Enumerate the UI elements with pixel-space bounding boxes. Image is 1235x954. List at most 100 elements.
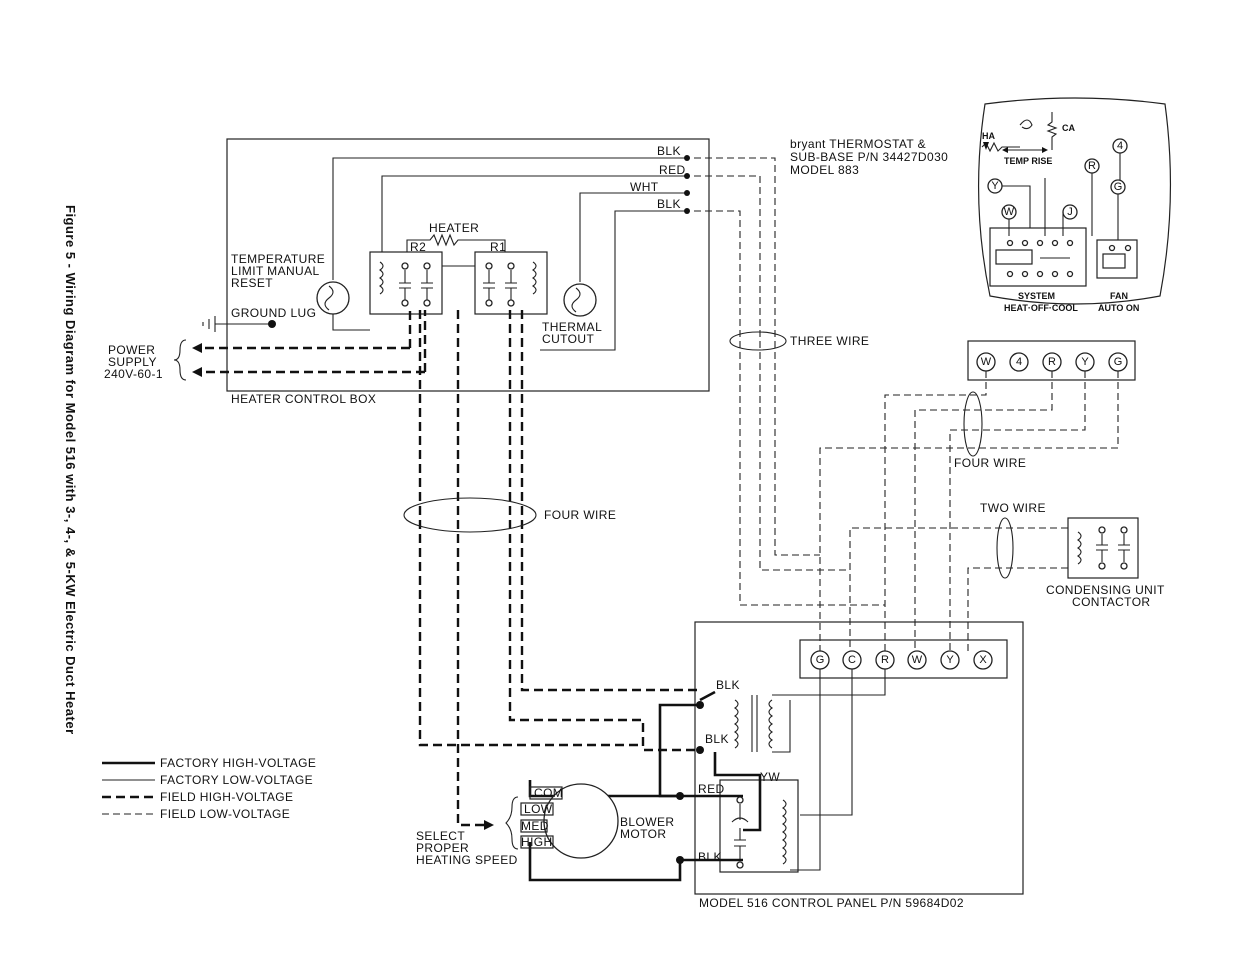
strip-terminal-w: W [976, 352, 996, 372]
legend-label-field-low: FIELD LOW-VOLTAGE [160, 807, 290, 821]
blower-motor-label-1: BLOWER [620, 815, 674, 829]
svg-text:W: W [912, 654, 923, 666]
system-label: SYSTEM [1018, 291, 1055, 301]
blower-motor [520, 783, 619, 859]
svg-text:C: C [848, 654, 856, 666]
wire-label-red: RED [659, 163, 686, 177]
temp-limit-label-3: RESET [231, 276, 273, 290]
strip-terminal-g: G [1108, 352, 1128, 372]
tstat-terminal-r: R [1084, 158, 1100, 174]
relay-r2: R2 [369, 240, 443, 315]
blower-low-label: LOW [524, 802, 553, 816]
temp-limit-label-1: TEMPERATURE [231, 252, 325, 266]
contactor-label-2: CONTACTOR [1072, 595, 1151, 609]
svg-text:Y: Y [991, 180, 999, 192]
blk-top-label: BLK [716, 678, 740, 692]
three-wire-label: THREE WIRE [790, 334, 869, 348]
contactor-label-1: CONDENSING UNIT [1046, 583, 1165, 597]
svg-text:4: 4 [1117, 140, 1123, 152]
panel-terminal-x: X [973, 650, 993, 670]
panel-terminal-r: R [875, 650, 895, 670]
svg-text:R1: R1 [490, 240, 506, 254]
wire-label-blk-1: BLK [657, 144, 681, 158]
tstat-terminal-w: W [1001, 204, 1017, 220]
svg-text:Y: Y [946, 654, 954, 666]
thermal-cutout [563, 283, 597, 317]
select-speed-label-3: HEATING SPEED [416, 853, 518, 867]
wire-label-wht: WHT [630, 180, 659, 194]
ground-lug-label: GROUND LUG [231, 306, 316, 320]
panel-terminal-c: C [842, 650, 862, 670]
thermostat-title-1: bryant THERMOSTAT & [790, 137, 926, 151]
thermostat-title-2: SUB-BASE P/N 34427D030 [790, 150, 948, 164]
four-wire-left-label: FOUR WIRE [544, 508, 616, 522]
blk-mid-label: BLK [705, 732, 729, 746]
system-modes: HEAT·OFF·COOL [1004, 303, 1078, 313]
control-panel: MODEL 516 CONTROL PANEL P/N 59684D02 G C… [694, 621, 1024, 910]
power-supply-label-3: 240V-60-1 [104, 367, 163, 381]
svg-text:X: X [979, 654, 987, 666]
yw-label: YW [760, 770, 780, 784]
relay-r1: R1 [474, 240, 548, 315]
heater-box-title: HEATER CONTROL BOX [231, 392, 376, 406]
svg-text:G: G [816, 654, 825, 666]
svg-text:W: W [981, 356, 992, 368]
strip-terminal-r: R [1042, 352, 1062, 372]
tstat-terminal-j: J [1062, 204, 1078, 220]
temp-limit-label-2: LIMIT MANUAL [231, 264, 320, 278]
wire-label-blk-2: BLK [657, 197, 681, 211]
thermal-cutout-label-1: THERMAL [542, 320, 602, 334]
thermostat-title-3: MODEL 883 [790, 163, 859, 177]
svg-text:G: G [1114, 356, 1123, 368]
strip-terminal-4: 4 [1009, 352, 1029, 372]
panel-terminal-y: Y [940, 650, 960, 670]
select-speed-label-2: PROPER [416, 841, 469, 855]
tstat-terminal-y: Y [987, 178, 1003, 194]
system-switch [989, 227, 1087, 287]
svg-text:J: J [1067, 206, 1073, 218]
blower-com-label: COM [534, 786, 563, 800]
svg-text:R2: R2 [410, 240, 426, 254]
strip-terminal-y: Y [1075, 352, 1095, 372]
thermostat-terminal-strip: W 4 R Y G [967, 340, 1136, 381]
panel-terminal-w: W [907, 650, 927, 670]
transformer [734, 695, 773, 752]
heater-label: HEATER [429, 221, 479, 235]
legend: FACTORY HIGH-VOLTAGE FACTORY LOW-VOLTAGE… [102, 756, 316, 821]
fan-modes: AUTO ON [1098, 303, 1139, 313]
heater-control-box: HEATER CONTROL BOX BLK RED WHT BLK TEMPE… [173, 138, 710, 406]
tstat-terminal-g: G [1110, 179, 1126, 195]
thermostat: bryant THERMOSTAT & SUB-BASE P/N 34427D0… [790, 97, 1172, 313]
blower-relay [719, 779, 799, 873]
legend-label-factory-low: FACTORY LOW-VOLTAGE [160, 773, 313, 787]
svg-text:Y: Y [1081, 356, 1089, 368]
two-wire-label: TWO WIRE [980, 501, 1046, 515]
svg-text:R: R [1048, 356, 1056, 368]
figure-caption: Figure 5 - Wiring Diagram for Model 516 … [63, 205, 78, 735]
svg-text:TEMP RISE: TEMP RISE [1004, 156, 1052, 166]
power-supply-label-1: POWER [108, 343, 155, 357]
blower-high-label: HIGH [521, 835, 553, 849]
red-label: RED [698, 782, 725, 796]
svg-text:4: 4 [1016, 356, 1022, 368]
panel-terminal-g: G [810, 650, 830, 670]
svg-text:HA: HA [982, 131, 995, 141]
legend-label-factory-high: FACTORY HIGH-VOLTAGE [160, 756, 316, 770]
svg-text:R: R [881, 654, 889, 666]
fan-switch [1096, 239, 1138, 279]
svg-text:R: R [1088, 160, 1096, 172]
blk-bot-label: BLK [698, 850, 722, 864]
legend-label-field-high: FIELD HIGH-VOLTAGE [160, 790, 293, 804]
control-panel-title: MODEL 516 CONTROL PANEL P/N 59684D02 [699, 896, 964, 910]
temperature-limit-switch [316, 281, 350, 315]
tstat-terminal-4: 4 [1112, 138, 1128, 154]
blower-motor-label-2: MOTOR [620, 827, 666, 841]
svg-text:W: W [1004, 206, 1015, 218]
thermal-cutout-label-2: CUTOUT [542, 332, 594, 346]
power-supply-label-2: SUPPLY [108, 355, 157, 369]
blower-med-label: MED [521, 819, 549, 833]
four-wire-right-label: FOUR WIRE [954, 456, 1026, 470]
svg-text:CA: CA [1062, 123, 1075, 133]
select-speed-label-1: SELECT [416, 829, 465, 843]
